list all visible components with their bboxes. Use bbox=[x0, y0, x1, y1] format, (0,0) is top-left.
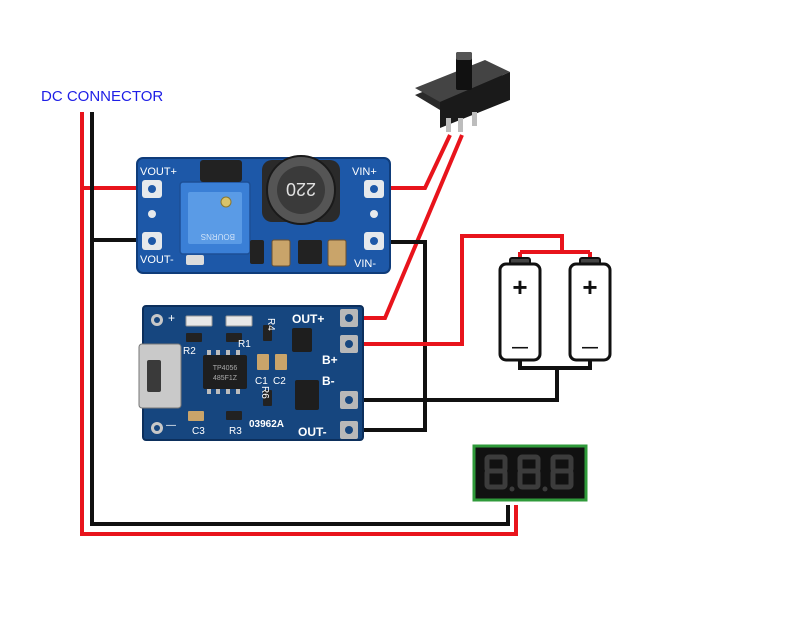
tp4056-chip bbox=[203, 355, 247, 389]
capacitor-c3 bbox=[188, 411, 204, 421]
micro-usb-opening bbox=[147, 360, 161, 392]
seven-segment-digits bbox=[484, 454, 574, 490]
r4-label: R4 bbox=[265, 318, 276, 331]
boost-ic bbox=[298, 240, 322, 264]
vin-plus-label: VIN+ bbox=[352, 166, 377, 178]
vout-minus-hole bbox=[148, 237, 156, 245]
potentiometer-screw bbox=[220, 196, 232, 208]
switch-lever-top bbox=[456, 52, 472, 60]
r1-label: R1 bbox=[238, 339, 251, 350]
slide-switch bbox=[415, 52, 510, 132]
r2-label: R2 bbox=[183, 346, 196, 357]
c3-label: C3 bbox=[192, 426, 205, 437]
wire-switch-to-vin-plus bbox=[375, 134, 452, 190]
input-minus-mark: — bbox=[166, 420, 176, 431]
voltmeter-display bbox=[472, 444, 588, 502]
done-led bbox=[225, 315, 253, 327]
wire-battery-positive bbox=[350, 234, 564, 346]
switch-pin bbox=[446, 118, 451, 132]
tp4056-label: TP4056 bbox=[213, 365, 238, 372]
tp4056-code: 485F1Z bbox=[213, 375, 238, 382]
out-plus-hole bbox=[345, 314, 353, 322]
charger-mount-hole bbox=[154, 317, 160, 323]
battery-right-plus: + bbox=[582, 272, 597, 302]
inductor-core bbox=[277, 166, 325, 214]
vin-minus-hole bbox=[370, 237, 378, 245]
decimal-point bbox=[542, 486, 548, 492]
input-plus-mark: + bbox=[168, 311, 175, 325]
r3-label: R3 bbox=[229, 426, 242, 437]
boost-mount-hole bbox=[148, 210, 156, 218]
charge-led bbox=[185, 315, 213, 327]
battery-left-plus: + bbox=[512, 272, 527, 302]
wire-vin-minus-to-out-minus bbox=[350, 240, 427, 432]
battery-left-minus: — bbox=[512, 339, 528, 356]
mosfet bbox=[295, 380, 319, 410]
capacitor-c2 bbox=[275, 354, 287, 370]
charger-module: OUT+ B+ B- OUT- 03962A + — TP4056 485F1Z bbox=[138, 305, 364, 441]
switch-side bbox=[440, 72, 510, 128]
protection-ic bbox=[292, 328, 312, 352]
potentiometer-brand: BOURNS bbox=[201, 232, 235, 241]
boost-converter: VOUT+ VOUT- VIN+ VIN- BOURNS 220 bbox=[136, 155, 391, 274]
r6-label: R6 bbox=[259, 386, 270, 399]
board-code-label: 03962A bbox=[249, 419, 284, 430]
c2-label: C2 bbox=[273, 376, 286, 387]
b-plus-label: B+ bbox=[322, 353, 338, 367]
b-minus-label: B- bbox=[322, 374, 335, 388]
b-minus-hole bbox=[345, 396, 353, 404]
resistor-r3 bbox=[226, 411, 242, 420]
battery-cell-left: + — bbox=[498, 257, 542, 362]
wire-battery-negative-return bbox=[350, 368, 559, 402]
inductor-label: 220 bbox=[286, 179, 316, 199]
out-minus-label: OUT- bbox=[298, 425, 327, 439]
vin-plus-hole bbox=[370, 185, 378, 193]
switch-pin bbox=[472, 112, 477, 126]
resistor-r6 bbox=[263, 390, 272, 406]
boost-diode bbox=[250, 240, 264, 264]
resistor-r2 bbox=[186, 333, 202, 342]
tp4056-pins bbox=[207, 350, 240, 394]
switch-lever bbox=[456, 52, 472, 90]
wire-connector-positive bbox=[80, 112, 518, 536]
vout-plus-hole bbox=[148, 185, 156, 193]
dc-connector-label: DC CONNECTOR bbox=[41, 88, 164, 105]
switch-pin bbox=[458, 118, 463, 132]
battery-pack: + — + — bbox=[498, 257, 612, 362]
potentiometer-knob-tab bbox=[186, 255, 204, 265]
b-plus-hole bbox=[345, 340, 353, 348]
out-plus-label: OUT+ bbox=[292, 312, 324, 326]
boost-capacitor bbox=[327, 239, 347, 267]
wire-connector-negative bbox=[90, 112, 510, 526]
boost-capacitor bbox=[271, 239, 291, 267]
battery-right-minus: — bbox=[582, 339, 598, 356]
capacitor-c1 bbox=[257, 354, 269, 370]
c1-label: C1 bbox=[255, 376, 268, 387]
resistor-r4 bbox=[263, 325, 272, 341]
battery-cell-right: + — bbox=[568, 257, 612, 362]
potentiometer-knob-top bbox=[200, 160, 242, 182]
decimal-point bbox=[509, 486, 515, 492]
boost-mount-hole bbox=[370, 210, 378, 218]
vout-plus-label: VOUT+ bbox=[140, 166, 177, 178]
charger-mount-hole bbox=[154, 425, 160, 431]
out-minus-hole bbox=[345, 426, 353, 434]
vout-minus-label: VOUT- bbox=[140, 254, 174, 266]
vin-minus-label: VIN- bbox=[354, 258, 376, 270]
resistor-r1 bbox=[226, 333, 242, 342]
